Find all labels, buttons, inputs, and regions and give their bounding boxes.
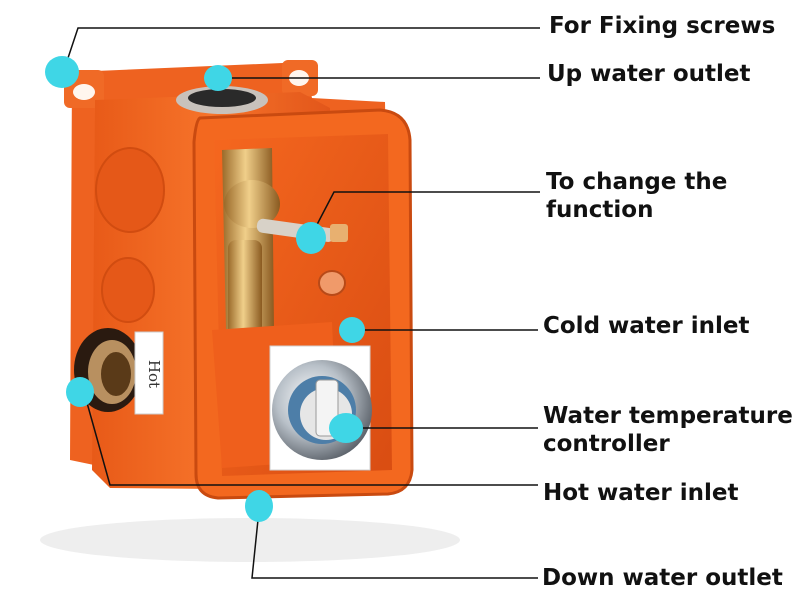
leader-hot-inlet bbox=[83, 391, 538, 486]
label-cold-water-inlet: Cold water inlet bbox=[543, 313, 750, 339]
label-temperature-controller-line1: Water temperature bbox=[543, 403, 793, 429]
temperature-controller bbox=[272, 360, 372, 460]
brass-pipe bbox=[228, 240, 262, 336]
marker-down-outlet bbox=[245, 490, 273, 522]
marker-hot-inlet bbox=[66, 377, 94, 407]
top-outlet bbox=[176, 86, 268, 114]
marker-temp-controller bbox=[329, 413, 363, 443]
label-down-water-outlet: Down water outlet bbox=[542, 565, 783, 591]
leader-fixing-screws bbox=[63, 27, 540, 71]
label-hot-water-inlet: Hot water inlet bbox=[543, 480, 739, 506]
label-fixing-screws: For Fixing screws bbox=[549, 13, 776, 39]
leader-lines bbox=[63, 27, 540, 579]
marker-fixing-screws bbox=[45, 56, 79, 88]
label-up-water-outlet: Up water outlet bbox=[547, 61, 751, 87]
knockout-upper bbox=[95, 147, 165, 233]
leader-change-function bbox=[309, 191, 540, 239]
marker-up-outlet bbox=[204, 65, 232, 91]
markers bbox=[45, 56, 365, 522]
marker-cold-inlet bbox=[339, 317, 365, 343]
leader-down-outlet bbox=[251, 509, 538, 579]
cold-inlet-port bbox=[318, 270, 346, 296]
label-change-function-line1: To change the bbox=[546, 169, 728, 195]
label-temperature-controller-line2: controller bbox=[543, 431, 670, 457]
floor-shadow bbox=[40, 518, 460, 562]
label-change-function-line2: function bbox=[546, 197, 654, 223]
hot-marking-text: Hot bbox=[145, 360, 163, 388]
label-change-function: To change the function bbox=[546, 168, 727, 224]
label-temperature-controller: Water temperature controller bbox=[543, 402, 793, 458]
hot-marking-tag: Hot bbox=[134, 331, 164, 415]
knockout-middle bbox=[101, 257, 155, 323]
marker-change-function bbox=[296, 222, 326, 254]
